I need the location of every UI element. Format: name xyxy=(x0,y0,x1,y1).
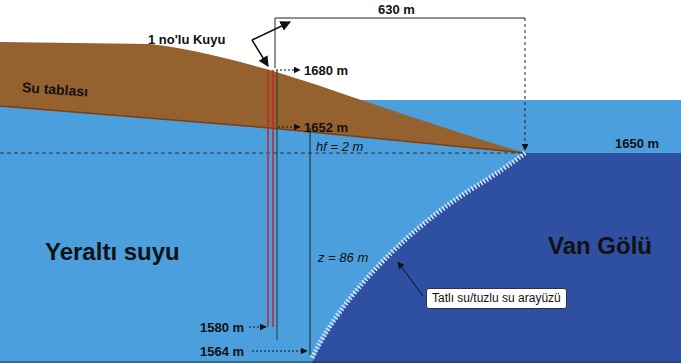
region-label: Yeraltı suyu xyxy=(45,238,180,266)
leader-arrow xyxy=(252,40,268,66)
dimension-label: hf = 2 m xyxy=(316,139,363,154)
elevation-label: 1650 m xyxy=(615,136,659,151)
dimension-label: 630 m xyxy=(378,2,415,17)
datum-line xyxy=(0,153,525,154)
ground xyxy=(0,42,525,153)
water-table xyxy=(0,106,525,153)
elevation-label: 1564 m xyxy=(200,344,244,359)
level-arrow xyxy=(252,351,307,352)
callout-label: Tatlı su/tuzlu su arayüzü xyxy=(426,288,567,309)
level-arrow xyxy=(249,327,266,328)
well xyxy=(267,70,269,327)
leader-arrow xyxy=(252,22,290,40)
elevation-label: 1652 m xyxy=(304,120,348,135)
level-arrow xyxy=(276,70,300,71)
dimension-line xyxy=(310,128,311,355)
elevation-label: 1580 m xyxy=(200,320,244,335)
level-arrow xyxy=(278,127,300,128)
dimension-line xyxy=(525,18,526,150)
dimension-line xyxy=(275,18,525,19)
well-label: 1 no'lu Kuyu xyxy=(148,32,225,47)
frame xyxy=(0,362,681,363)
groundwater xyxy=(0,100,681,363)
dimension-label: z = 86 m xyxy=(318,250,368,265)
dimension-line xyxy=(275,18,276,68)
interface xyxy=(312,153,525,358)
lake xyxy=(312,153,681,363)
well xyxy=(272,70,274,327)
region-label: Van Gölü xyxy=(548,232,652,260)
elevation-label: 1680 m xyxy=(304,63,348,78)
well-line xyxy=(277,70,278,340)
leader-arrow xyxy=(398,262,423,296)
